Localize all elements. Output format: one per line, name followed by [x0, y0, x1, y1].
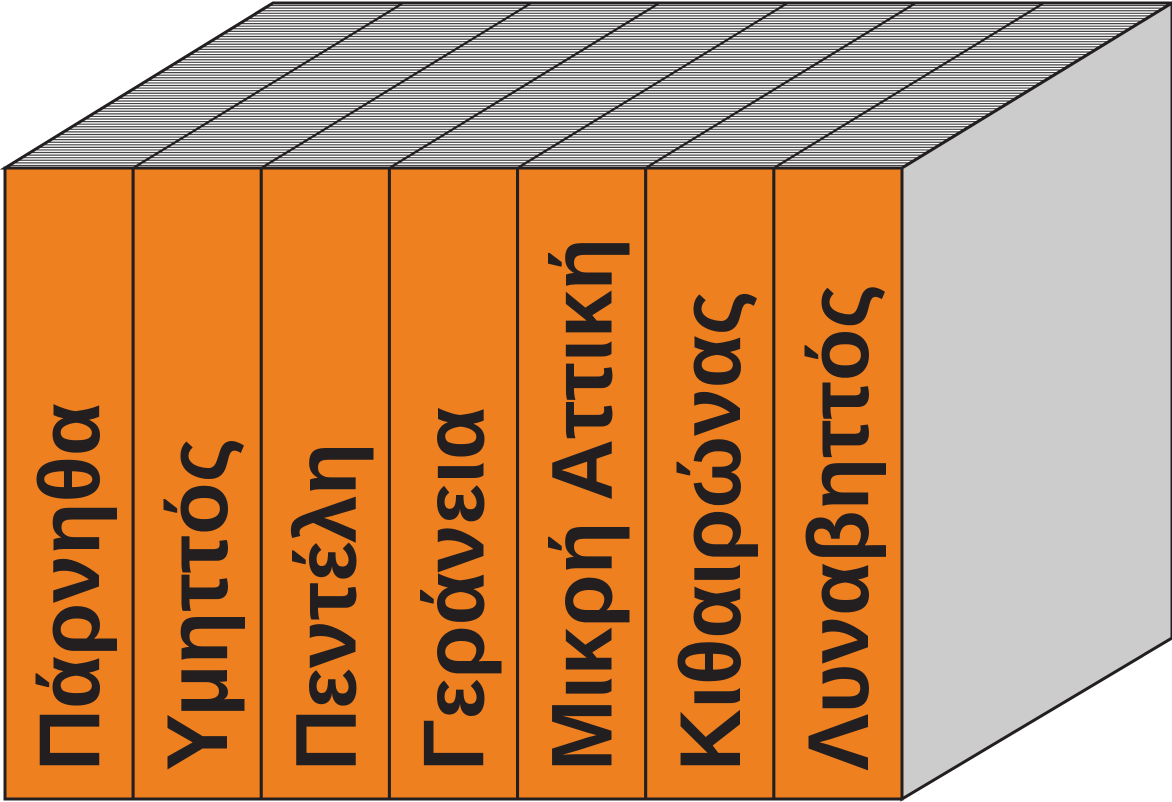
- top-divider-line: [260, 2, 532, 169]
- page-edge-lines: [5, 4, 1172, 167]
- spine-rect: [387, 166, 520, 801]
- spine-title: Υμηττός: [150, 438, 246, 771]
- spine-rect: [259, 166, 391, 801]
- book-spine-parnitha[interactable]: Πάρνηθα: [3, 166, 135, 801]
- spine-rect: [516, 166, 648, 801]
- book-spine-penteli[interactable]: Πεντέλη: [259, 166, 391, 801]
- spine-rect: [644, 166, 776, 801]
- book-spine-kithaironas[interactable]: Κιθαιρώνας: [644, 166, 776, 801]
- spine-rect: [131, 166, 263, 801]
- top-divider-line: [773, 2, 1045, 169]
- spine-title: Κιθαιρώνας: [663, 290, 759, 771]
- book-spine-ymittos[interactable]: Υμηττός: [131, 166, 263, 801]
- book-spine-geraneia[interactable]: Γεράνεια: [387, 166, 520, 801]
- spine-title: Μικρή Αττική: [535, 238, 631, 771]
- top-divider-line: [516, 2, 789, 169]
- book-spine-mikri-attiki[interactable]: Μικρή Αττική: [516, 166, 648, 801]
- top-book-dividers: [132, 2, 1045, 169]
- top-divider-line: [132, 2, 404, 169]
- spine-title: Πεντέλη: [278, 443, 374, 771]
- top-divider-line: [388, 2, 661, 169]
- spine-rect: [3, 166, 135, 801]
- spine-rect: [772, 166, 904, 801]
- top-divider-line: [645, 2, 917, 169]
- spine-title: Γεράνεια: [407, 407, 503, 771]
- spine-title: Λυναβηττός: [791, 284, 887, 771]
- book-spines: Πάρνηθα Υμηττός Πεντέλη Γεράνεια Μικρή Α…: [3, 166, 904, 801]
- spine-title: Πάρνηθα: [22, 403, 118, 771]
- book-spine-lykavittos[interactable]: Λυναβηττός: [772, 166, 904, 801]
